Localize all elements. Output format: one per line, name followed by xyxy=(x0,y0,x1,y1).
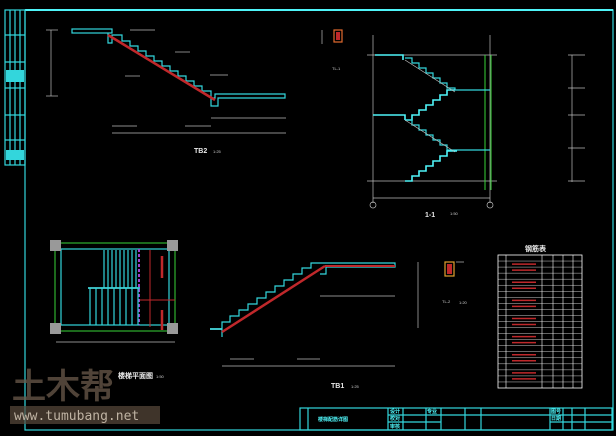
tb2-stair-section: TB2 1:25 xyxy=(46,28,286,155)
plan-scale: 1:50 xyxy=(156,374,165,379)
watermark-logo: 土木帮 xyxy=(12,368,114,406)
plan-treads xyxy=(89,250,139,325)
sheet-border xyxy=(24,9,614,431)
title-block: 楼梯配筋详图 设计 校对 审核 专业 图号 日期 xyxy=(299,407,613,431)
section-1-1: 1-1 1:50 xyxy=(367,35,585,219)
watermark-url: www.tumubang.net xyxy=(14,409,139,424)
tb-cell-reviewer: 审核 xyxy=(390,423,400,430)
tb1-label: TB1 xyxy=(331,383,344,390)
elevation-markers xyxy=(568,54,585,182)
tl2-label: TL-2 xyxy=(442,299,451,304)
tb-cell-drawing-no: 图号 xyxy=(551,408,561,415)
tl2-beam-detail: TL-2 1:20 xyxy=(442,261,468,305)
left-binding-strip xyxy=(4,9,26,166)
rebar-table xyxy=(497,254,583,389)
tb1-stair-section: TB1 1:25 xyxy=(210,262,419,390)
tb-cell-designer: 设计 xyxy=(390,408,400,415)
tb2-label: TB2 xyxy=(194,148,207,155)
stair-plan: 楼梯平面图 1:50 xyxy=(50,240,178,380)
tl1-label: TL-1 xyxy=(332,66,341,71)
tb2-scale: 1:25 xyxy=(213,149,222,154)
tb-cell-discipline: 专业 xyxy=(427,408,437,415)
tb1-scale: 1:25 xyxy=(351,384,360,389)
section-scale: 1:50 xyxy=(450,211,459,216)
section-label: 1-1 xyxy=(425,212,435,219)
tl1-beam-detail: TL-1 xyxy=(321,29,343,71)
plan-label: 楼梯平面图 xyxy=(118,371,153,380)
tb-cell-checker: 校对 xyxy=(390,415,400,422)
watermark: 土木帮 www.tumubang.net xyxy=(10,368,160,424)
tl2-scale: 1:20 xyxy=(459,300,468,305)
tb-cell-date: 日期 xyxy=(551,415,561,422)
drawing-name: 楼梯配筋详图 xyxy=(318,416,348,423)
rebar-table-title: 钢筋表 xyxy=(525,244,547,253)
